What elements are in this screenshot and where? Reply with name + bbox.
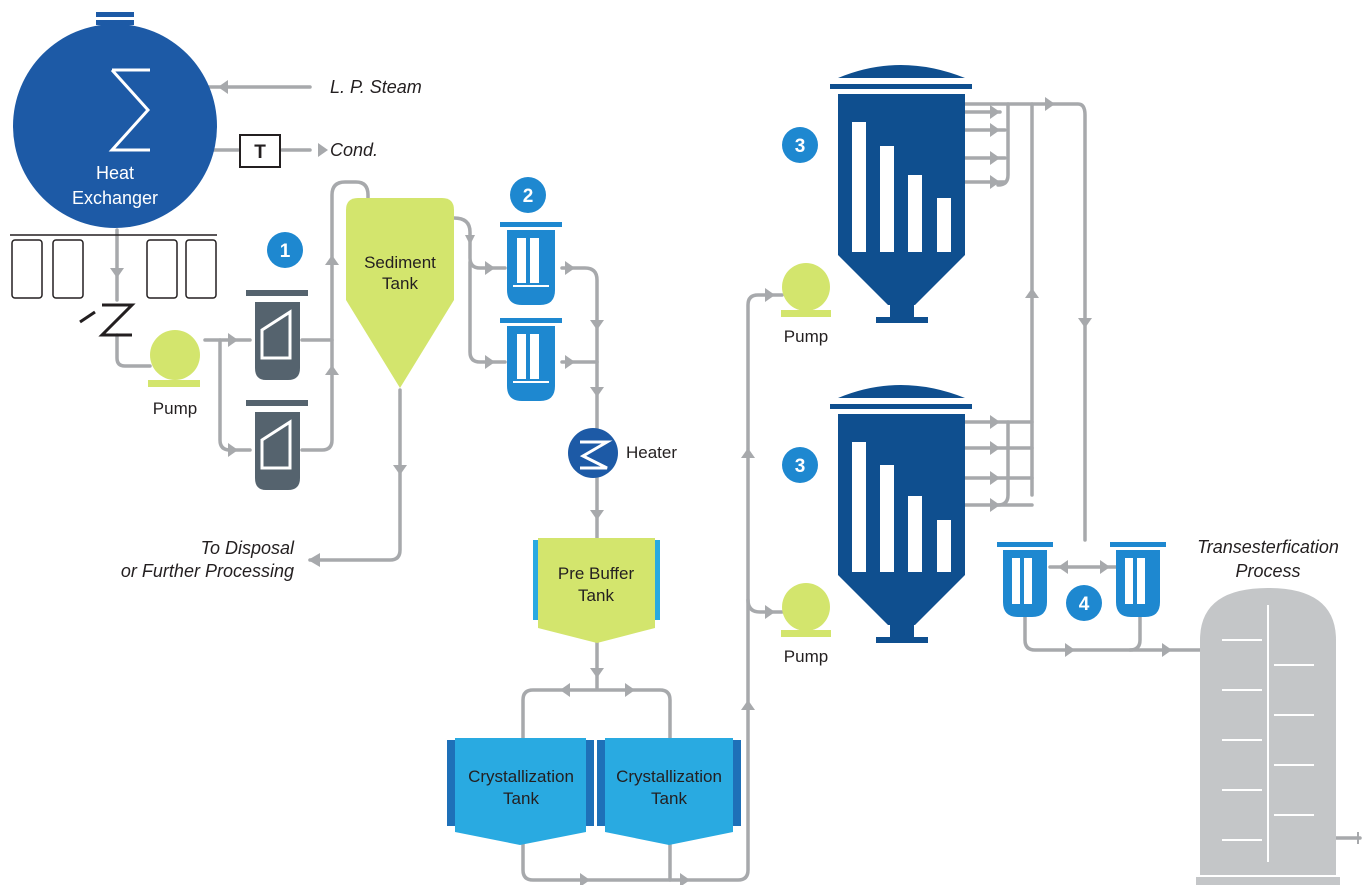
crystallization-tank-1 (447, 738, 594, 845)
badge-3-lower: 3 (782, 447, 818, 483)
crystallization-tank-2-label-2: Tank (651, 789, 687, 808)
column-lower (830, 385, 972, 643)
svg-text:1: 1 (280, 241, 291, 262)
heat-exchanger-label-2: Exchanger (72, 188, 158, 208)
pre-buffer-label-1: Pre Buffer (558, 564, 635, 583)
crystallization-tank-2-label-1: Crystallization (616, 767, 722, 786)
svg-text:3: 3 (795, 136, 806, 157)
heater-label: Heater (626, 443, 677, 462)
heater-icon (568, 428, 618, 478)
pump-left-label: Pump (153, 399, 197, 418)
pre-buffer-tank (533, 538, 660, 643)
crystallization-tank-1-label-1: Crystallization (468, 767, 574, 786)
heat-exchanger: Heat Exchanger (10, 12, 217, 299)
pump-upper-label: Pump (784, 327, 828, 346)
pump-lower-label: Pump (784, 647, 828, 666)
steam-trap: T (239, 134, 281, 168)
pre-buffer-label-2: Tank (578, 586, 614, 605)
filter-4-left (997, 542, 1053, 617)
filter-1-upper (246, 290, 308, 380)
svg-text:2: 2 (523, 186, 534, 207)
lp-steam-label: L. P. Steam (330, 77, 422, 97)
sediment-tank (346, 198, 454, 388)
filter-4-right (1110, 542, 1166, 617)
sediment-tank-label-2: Tank (382, 274, 418, 293)
strainer-2-lower (500, 318, 562, 401)
column-upper (830, 65, 972, 323)
badge-1: 1 (267, 232, 303, 268)
cond-label: Cond. (330, 140, 378, 160)
crystallization-tank-2 (597, 738, 741, 845)
flow-arrows (110, 80, 1172, 885)
disposal-label-2: or Further Processing (121, 561, 294, 581)
transesterfication-column (1196, 588, 1359, 885)
svg-text:3: 3 (795, 456, 806, 477)
strainer-2-upper (500, 222, 562, 305)
steam-trap-label: T (254, 142, 266, 163)
badge-2: 2 (510, 177, 546, 213)
svg-text:4: 4 (1079, 594, 1090, 615)
pump-upper (781, 263, 831, 317)
sediment-tank-label-1: Sediment (364, 253, 436, 272)
transesterfication-label-2: Process (1235, 561, 1300, 581)
valve-icon (79, 303, 136, 337)
disposal-label-1: To Disposal (201, 538, 295, 558)
badge-3-upper: 3 (782, 127, 818, 163)
pump-left (148, 330, 200, 387)
transesterfication-label-1: Transesterfication (1197, 537, 1339, 557)
pump-lower (781, 583, 831, 637)
badge-4: 4 (1066, 585, 1102, 621)
crystallization-tank-1-label-2: Tank (503, 789, 539, 808)
heat-exchanger-label-1: Heat (96, 163, 134, 183)
filter-1-lower (246, 400, 308, 490)
